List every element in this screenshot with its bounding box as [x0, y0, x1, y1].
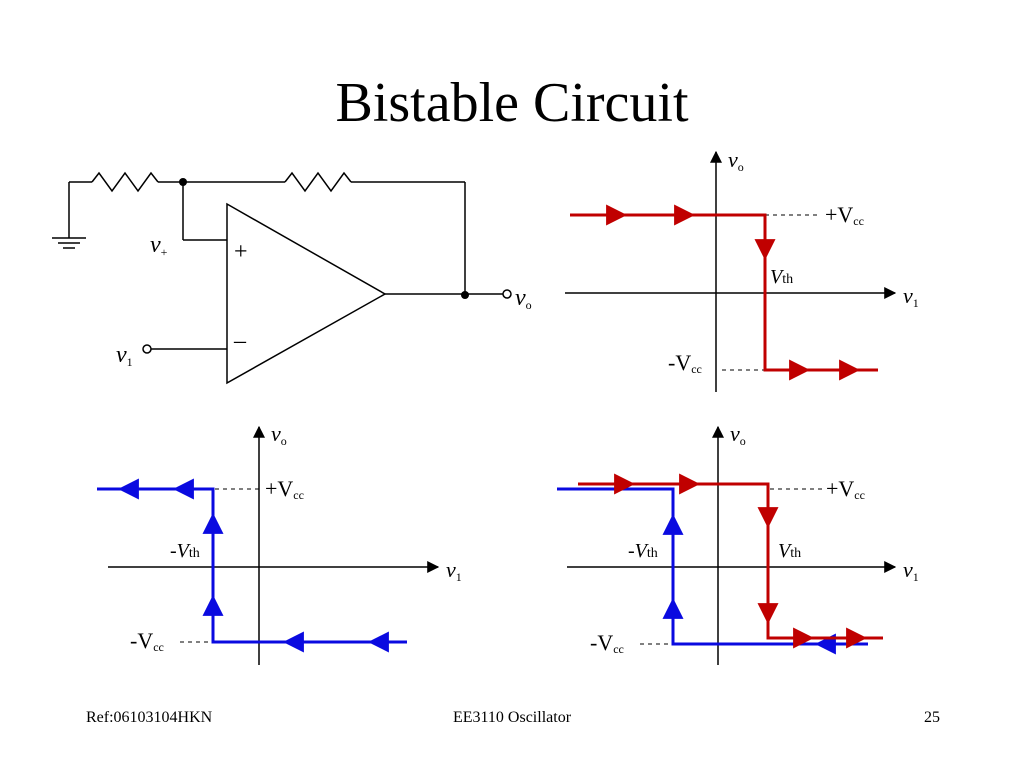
g2-axis-v1: v1 [446, 557, 462, 584]
g3-axis-vo: vo [730, 421, 746, 448]
graph-decreasing [97, 425, 440, 665]
opamp-minus-sign: – [233, 328, 247, 354]
g3-minus-vcc: -Vcc [590, 630, 624, 656]
terminal-circle-icon [502, 289, 512, 299]
g3-vth: Vth [778, 540, 801, 562]
slide-title: Bistable Circuit [335, 72, 689, 134]
terminal-circle-icon [142, 344, 152, 354]
g1-axis-vo: vo [728, 147, 744, 174]
transfer-curve-increasing [570, 213, 878, 372]
label-vo-output: vo [515, 285, 532, 312]
g3-plus-vcc: +Vcc [826, 476, 865, 502]
footer-course: EE3110 Oscillator [452, 709, 572, 726]
g2-axis-vo: vo [271, 421, 287, 448]
graph-hysteresis [557, 425, 897, 665]
op-amp-icon [226, 202, 387, 385]
g1-vth: Vth [770, 266, 793, 288]
g1-plus-vcc: +Vcc [825, 202, 864, 228]
transfer-curve-increasing [578, 482, 883, 640]
circuit-schematic [52, 171, 512, 385]
g3-axis-v1: v1 [903, 557, 919, 584]
resistor-icon [284, 171, 352, 193]
g2-neg-vth: -Vth [170, 540, 200, 562]
g2-plus-vcc: +Vcc [265, 476, 304, 502]
junction-dot [461, 291, 469, 299]
footer-page-number: 25 [924, 709, 940, 726]
resistor-icon [91, 171, 159, 193]
g3-neg-vth: -Vth [628, 540, 658, 562]
opamp-plus-sign: + [234, 239, 248, 265]
transfer-curve-decreasing [97, 487, 407, 644]
g2-minus-vcc: -Vcc [130, 628, 164, 654]
graph-increasing [565, 150, 897, 392]
junction-dot [179, 178, 187, 186]
footer-reference: Ref:06103104HKN [86, 709, 213, 726]
ground-icon [52, 182, 86, 249]
label-v-plus: v+ [150, 232, 168, 259]
g1-minus-vcc: -Vcc [668, 350, 702, 376]
label-v1-input: v1 [116, 342, 133, 369]
g1-axis-v1: v1 [903, 283, 919, 310]
